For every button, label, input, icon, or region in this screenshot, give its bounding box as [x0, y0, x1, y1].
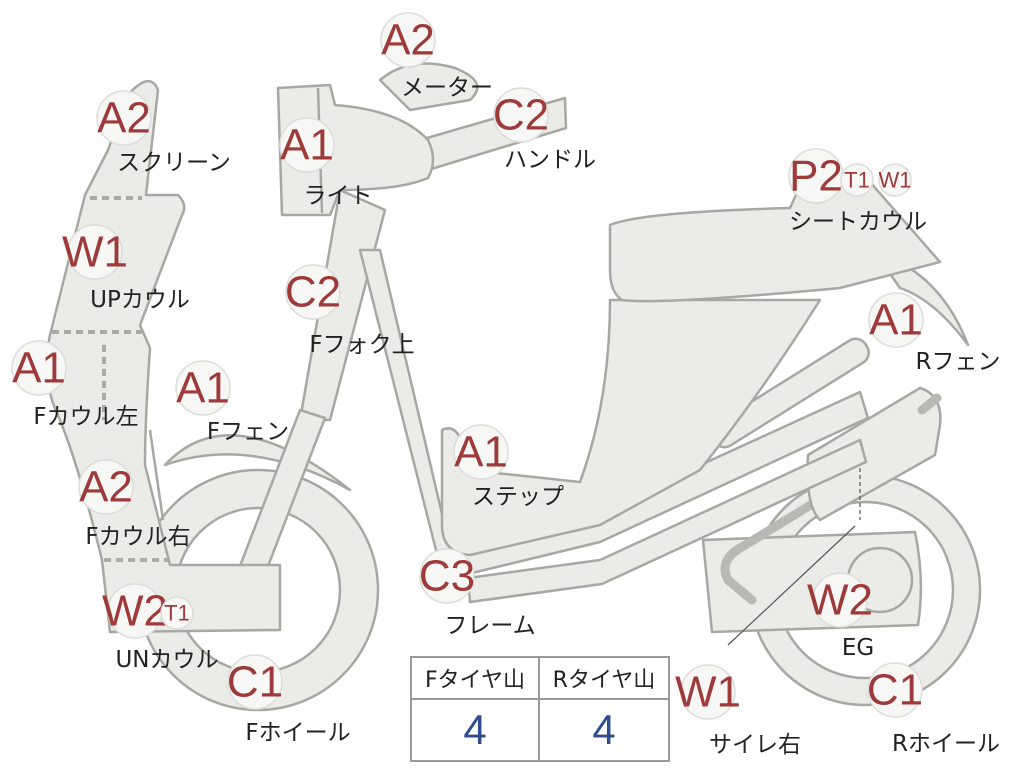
- un-cowl-label: UNカウル: [115, 647, 218, 673]
- step-grade: A1: [454, 428, 508, 477]
- frame-grade-badge: [419, 548, 475, 604]
- light-grade: A1: [280, 121, 334, 170]
- step-label: ステップ: [472, 484, 564, 510]
- front-fork: [298, 188, 387, 422]
- r-fender-grade: A1: [869, 296, 923, 345]
- seat-cowl-extra-grade-2: W1: [879, 168, 912, 193]
- seat-cowl-extra-grade-1: T1: [844, 168, 870, 193]
- frame-grade: C3: [419, 552, 475, 601]
- rear-tire-tread-header: Rタイヤ山: [540, 658, 668, 700]
- r-wheel-grade-badge: [867, 662, 923, 718]
- front-fender-shape: [163, 434, 352, 492]
- f-wheel-grade: C1: [227, 658, 283, 707]
- step-grade-badge: [453, 424, 509, 480]
- meter-grade-badge: [380, 12, 436, 68]
- exhaust-pipe: [720, 487, 837, 605]
- f-wheel-grade-badge: [227, 654, 283, 710]
- eg-grade-badge: [812, 572, 868, 628]
- tire-tread-table: Fタイヤ山 Rタイヤ山 4 4: [410, 656, 670, 762]
- handle-grade-badge: [493, 87, 549, 143]
- f-fork-upper-label: Fフォク上: [309, 332, 414, 358]
- f-cowl-right-grade-badge: [78, 459, 134, 515]
- screen-grade: A2: [97, 94, 151, 143]
- f-cowl-right-grade: A2: [79, 463, 133, 512]
- up-cowl-grade-badge: [67, 224, 123, 280]
- f-fork-upper-grade: C2: [285, 268, 341, 317]
- r-wheel-grade: C1: [867, 666, 923, 715]
- rear-tire-tread-value: 4: [592, 706, 616, 753]
- handle-label: ハンドル: [504, 147, 596, 173]
- r-wheel-label: Rホイール: [892, 731, 1000, 757]
- up-cowl-label: UPカウル: [90, 287, 190, 313]
- light-grade-badge: [279, 117, 335, 173]
- r-fender-grade-badge: [868, 292, 924, 348]
- meter-label: メーター: [401, 75, 493, 101]
- un-cowl-grade: W2: [102, 587, 168, 636]
- frame-label: フレーム: [444, 613, 535, 639]
- silencer-leader: [727, 525, 856, 646]
- seat-cowl-extra-grade-2-badge: [878, 163, 912, 197]
- un-cowl-extra-grade-1-badge: [160, 596, 194, 630]
- screen-label: スクリーン: [117, 150, 231, 176]
- up-cowl-grade: W1: [62, 228, 128, 277]
- handle-grade: C2: [493, 91, 549, 140]
- silencer-right-grade-badge: [680, 664, 736, 720]
- cowl-seam: [148, 429, 165, 521]
- seat-cowl-label: シートカウル: [789, 209, 927, 235]
- frame-lower-rail: [466, 438, 868, 604]
- f-fork-upper-grade-badge: [285, 264, 341, 320]
- un-cowl-extra-grade-1: T1: [164, 601, 190, 626]
- eg-label: EG: [842, 635, 874, 661]
- f-wheel-label: Fホイール: [245, 720, 350, 746]
- front-tire-tread-value: 4: [412, 700, 540, 760]
- meter-housing: [378, 62, 479, 112]
- front-tire-tread-header: Fタイヤ山: [412, 658, 540, 700]
- f-cowl-left-label: Fカウル左: [33, 404, 138, 430]
- r-fender-label: Rフェン: [916, 349, 1001, 375]
- silencer-right-label: サイレ右: [709, 732, 801, 758]
- f-fender-label: Fフェン: [207, 419, 289, 445]
- damage-labels: A2メーターC2ハンドルA1ライトA2スクリーンW1UPカウルA1Fカウル左C2…: [11, 12, 1001, 758]
- screen-grade-badge: [96, 90, 152, 146]
- light-label: ライト: [304, 183, 373, 209]
- seat-cowl-grade: P2: [789, 152, 843, 201]
- f-cowl-right-label: Fカウル右: [85, 524, 190, 550]
- seat: [608, 180, 942, 303]
- f-fender-grade: A1: [176, 364, 230, 413]
- meter-grade: A2: [381, 16, 435, 65]
- f-cowl-left-grade: A1: [12, 344, 66, 393]
- f-fender-grade-badge: [175, 360, 231, 416]
- silencer-tip: [917, 393, 942, 415]
- eg-grade: W2: [807, 576, 873, 625]
- headlight-cowl: [276, 83, 435, 217]
- seat-cowl-extra-grade-1-badge: [840, 163, 874, 197]
- f-cowl-left-grade-badge: [11, 340, 67, 396]
- silencer-right-grade: W1: [675, 668, 741, 717]
